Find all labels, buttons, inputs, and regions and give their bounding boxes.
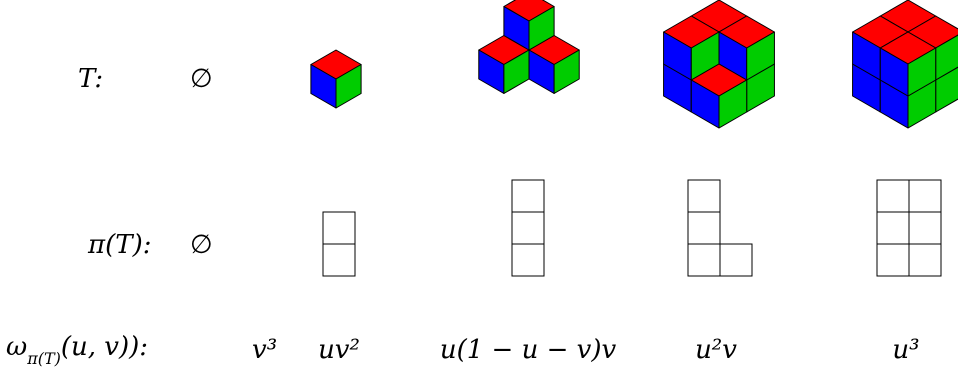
cube-right-face [553,49,580,94]
cube-right-face [746,31,775,81]
young-diagram-box [908,243,942,277]
weight-label-args: (u, v)): [61,332,148,362]
tiling-eight-cubes [852,0,958,129]
young-diagram-box [876,179,910,213]
young-diagram-box [908,211,942,245]
empty-partition-symbol: ∅ [190,230,213,260]
young-diagram-box [687,179,721,213]
cube-right-face [528,6,555,51]
young-diagram-box [511,211,545,245]
young-diagram-box [511,179,545,213]
weight-seven-cubes: u²v [695,335,737,365]
young-diagram-3-1 [687,179,753,277]
young-diagram-3-3 [876,179,942,277]
cube-right-face [907,47,937,97]
empty-tiling-symbol: ∅ [190,64,213,94]
weight-eight-cubes: u³ [892,335,919,365]
young-diagram-box [511,243,545,277]
partition-row-label: π(T): [87,230,151,260]
young-diagram-2 [322,211,356,277]
young-diagram-3 [511,179,545,277]
weight-label-main: ω [6,332,27,362]
weight-single-cube: uv² [318,335,360,365]
tiling-single-cube [310,49,362,109]
young-diagram-box [322,211,356,245]
tiling-four-cubes [478,0,580,94]
weight-empty: v³ [252,335,277,365]
tiling-seven-cubes [663,0,775,129]
cube-right-face [503,49,530,94]
young-diagram-box [687,243,721,277]
young-diagram-box [719,243,753,277]
young-diagram-box [687,211,721,245]
young-diagram-box [908,179,942,213]
cube-right-face [335,64,362,109]
young-diagram-box [876,211,910,245]
tiling-row-label: T: [78,64,103,94]
young-diagram-box [876,243,910,277]
weight-four-cubes: u(1 − u − v)v [440,335,617,365]
weight-label-sub: π(T) [26,349,61,368]
young-diagram-box [322,243,356,277]
cube-right-face [718,79,748,129]
weight-row-label: ωπ(T)(u, v)): [6,332,148,368]
